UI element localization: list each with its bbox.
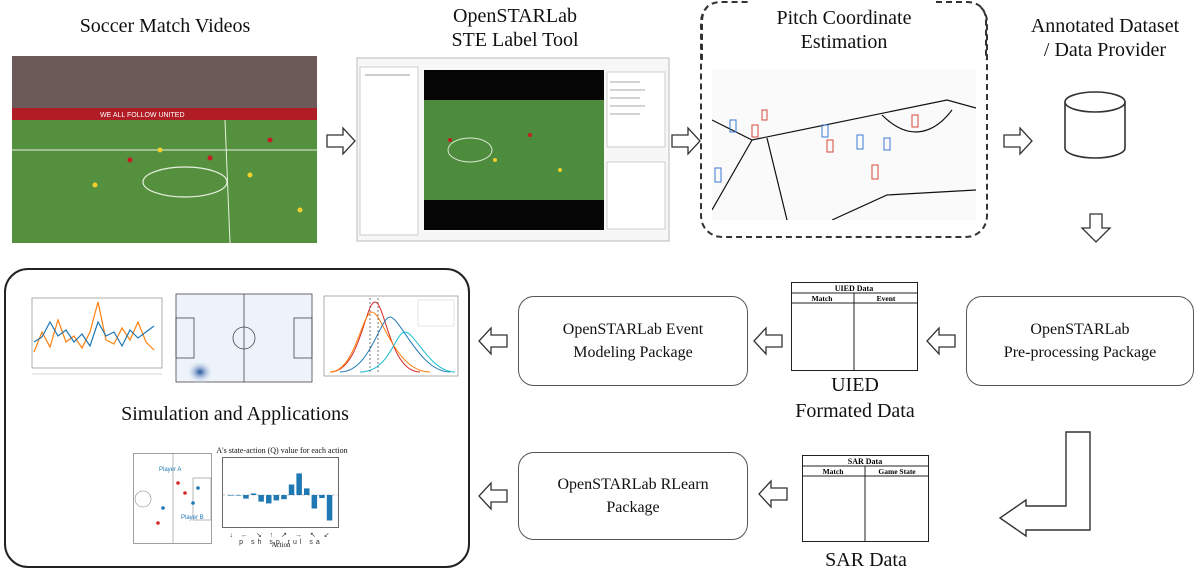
- arrow-right-icon: [1003, 126, 1033, 156]
- simulation-applications-box: [4, 268, 470, 568]
- arrow-left-icon: [758, 479, 788, 509]
- q-value-bar: [243, 495, 249, 499]
- sim-heatmap-pitch: [174, 292, 314, 389]
- sim-distribution-chart: [320, 292, 462, 389]
- q-value-bar: [266, 495, 272, 504]
- uied-col-match: Match: [812, 294, 834, 303]
- rl-action-ticks: ↓ ← ↘ ↑ ↗ → ↖ ↙ p sh sp rul sa: [229, 532, 333, 546]
- sar-col-game-state: Game State: [878, 467, 916, 476]
- arrow-left-icon: [926, 326, 956, 356]
- dataset-title: Annotated Dataset/ Data Provider: [1030, 15, 1180, 61]
- rl-player-b: Player B: [181, 515, 204, 521]
- q-value-bar: [296, 473, 302, 495]
- database-icon: [1064, 91, 1126, 159]
- sar-table: SAR Data Match Game State: [802, 455, 930, 548]
- q-value-bar: [288, 484, 295, 495]
- uied-col-event: Event: [877, 294, 896, 303]
- arrow-right-icon: [671, 126, 701, 156]
- q-value-bar: [326, 495, 333, 521]
- rl-q-chart: [222, 457, 340, 534]
- bent-arrow-icon: [998, 431, 1091, 538]
- q-value-bar: [258, 495, 264, 502]
- rl-chart-title: A's state-action (Q) value for each acti…: [216, 446, 348, 455]
- arrow-down-icon: [1080, 213, 1112, 243]
- q-value-bar: [311, 495, 318, 509]
- uied-table: UIED Data Match Event: [791, 282, 919, 377]
- arrow-left-icon: [478, 326, 508, 356]
- arrow-left-icon: [478, 481, 508, 511]
- q-value-bar: [273, 495, 280, 501]
- sar-table-title: SAR Data: [848, 457, 882, 466]
- sim-line-chart: [22, 292, 168, 387]
- svg-text:WE ALL FOLLOW UNITED: WE ALL FOLLOW UNITED: [100, 112, 185, 119]
- dashed-top-corners: [701, 1, 987, 60]
- rl-player-a: Player A: [159, 467, 181, 473]
- sar-caption: SAR Data: [825, 549, 907, 571]
- q-value-bar: [304, 488, 310, 495]
- arrow-left-icon: [753, 326, 783, 356]
- q-value-bar: [250, 493, 257, 495]
- q-value-bar: [319, 495, 325, 498]
- sar-col-match: Match: [823, 467, 845, 476]
- arrow-right-icon: [326, 126, 356, 156]
- q-value-bar: [281, 495, 287, 500]
- simulation-title: Simulation and Applications: [121, 403, 349, 425]
- uied-table-title: UIED Data: [835, 284, 873, 293]
- q-value-bar: [235, 495, 242, 496]
- rl-pitch-image: Player A Player B: [133, 453, 213, 550]
- rl-xlabel: Action: [271, 541, 291, 549]
- pitch-estimation-group: [700, 0, 988, 238]
- video-frame-front: WE ALL FOLLOW UNITED: [12, 56, 317, 244]
- q-value-bar: [228, 495, 234, 496]
- videos-title: Soccer Match Videos: [79, 15, 251, 37]
- pitch-projection-image: [711, 70, 977, 225]
